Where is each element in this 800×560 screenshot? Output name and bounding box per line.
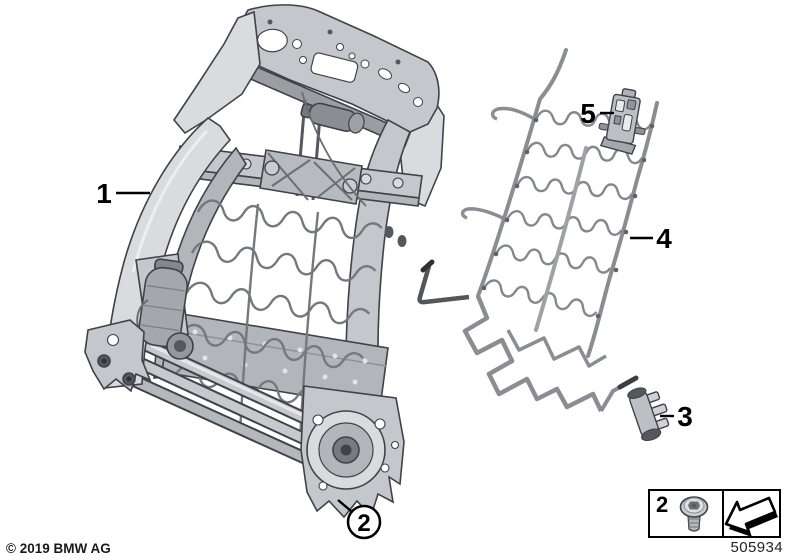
frame-right-side-member	[345, 118, 412, 351]
mat-center-rod	[534, 146, 588, 332]
frame-actuator	[135, 253, 194, 360]
mat-bottom-wire	[462, 295, 604, 412]
callout-4: 4	[630, 223, 672, 254]
callout-5: 5	[580, 98, 614, 129]
bracket-part-illustration	[598, 88, 646, 155]
frame-left-foot-bracket	[84, 319, 152, 393]
callout-2-label[interactable]: 2	[357, 510, 370, 537]
frame-left-shoulder	[173, 10, 261, 135]
legend-box[interactable]: 2	[648, 489, 781, 538]
mat-left-rail	[476, 48, 568, 298]
installation-direction-arrow-icon	[724, 496, 778, 537]
copyright-notice: © 2019 BMW AG	[6, 541, 111, 556]
callout-2-leader	[337, 499, 352, 512]
lumbar-mat-illustration	[417, 48, 659, 413]
clip-part-illustration	[627, 387, 670, 442]
callout-1-label[interactable]: 1	[96, 178, 112, 209]
callout-2-circle[interactable]	[346, 504, 382, 540]
part-number: 505934	[730, 539, 783, 556]
callout-4-label[interactable]: 4	[656, 223, 672, 254]
mat-hook-lower	[460, 207, 508, 222]
frame-recliner-assembly	[300, 385, 405, 519]
callout-5-label[interactable]: 5	[580, 98, 596, 129]
mat-hook-upper	[490, 106, 537, 122]
mat-right-rail	[586, 101, 659, 358]
callout-1: 1	[96, 178, 150, 209]
backrest-frame-illustration	[84, 4, 445, 519]
callout-2: 2	[337, 499, 382, 540]
mat-handle-wire	[417, 265, 470, 305]
frame-motor-assembly	[259, 91, 367, 207]
callout-3-label[interactable]: 3	[677, 401, 693, 432]
legend-item-number: 2	[656, 492, 668, 517]
torx-screw-icon	[679, 496, 709, 532]
callout-3: 3	[660, 401, 693, 432]
